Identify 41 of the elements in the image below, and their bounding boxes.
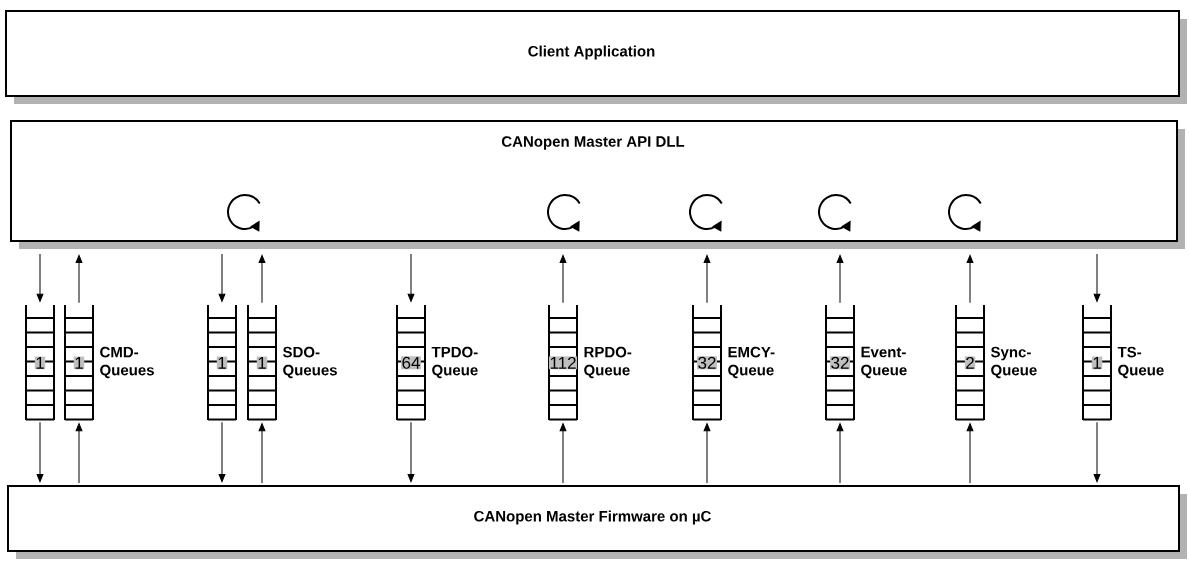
arrow — [966, 423, 974, 484]
queue-ladder: 32 — [825, 304, 855, 421]
queue-ladder: 2 — [955, 304, 985, 421]
queue-ladder: 112 — [548, 304, 578, 421]
arrow — [407, 253, 415, 302]
queue-label: Event- Queue — [861, 346, 907, 379]
queue-label: TPDO- Queue — [431, 346, 478, 379]
queue-label: CMD- Queues — [100, 346, 154, 379]
queue-label: SDO- Queues — [283, 346, 337, 379]
queue-label: RPDO- Queue — [584, 346, 632, 379]
arrow — [218, 421, 226, 483]
queue-label: Sync- Queue — [991, 346, 1037, 379]
queue-label: EMCY- Queue — [728, 346, 775, 379]
arrow — [559, 423, 567, 484]
queue-label: TS- Queue — [1117, 346, 1164, 379]
arrow — [836, 254, 844, 304]
arrow — [703, 423, 711, 484]
arrow — [703, 254, 711, 304]
queue-ladder: 1 — [207, 304, 237, 421]
queue-ladder: 1 — [247, 304, 277, 421]
firmware-box: CANopen Master Firmware on µC — [7, 485, 1187, 559]
arrow — [407, 421, 415, 483]
queue-ladder: 1 — [25, 304, 55, 421]
queue-ladder: 1 — [64, 304, 94, 421]
arrow — [75, 423, 83, 484]
queue-ladder: 1 — [1082, 304, 1112, 421]
arrow — [966, 254, 974, 304]
api-box: CANopen Master API DLL — [10, 120, 1185, 249]
arrow — [36, 421, 44, 483]
arrow — [75, 254, 83, 304]
arrow — [1093, 253, 1101, 302]
queue-ladder: 64 — [396, 304, 426, 421]
arrow — [258, 254, 266, 304]
arrow — [559, 254, 567, 304]
queue-ladder: 32 — [692, 304, 722, 421]
arrow — [1093, 421, 1101, 483]
application-box: Client Application — [5, 10, 1187, 104]
arrow — [258, 423, 266, 484]
arrow — [218, 253, 226, 302]
arrow — [36, 253, 44, 302]
arrow — [836, 423, 844, 484]
